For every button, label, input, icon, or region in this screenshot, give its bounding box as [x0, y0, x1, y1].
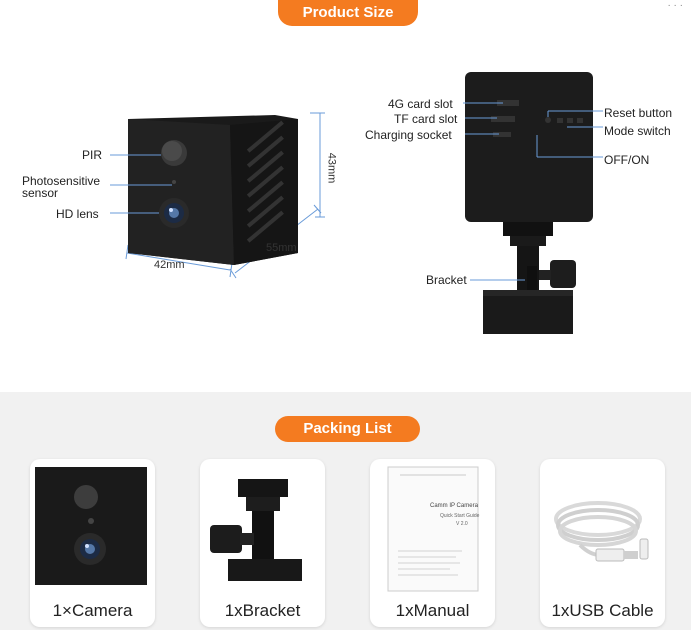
card-4g-label: 4G card slot — [388, 97, 453, 111]
pir-label: PIR — [82, 148, 103, 162]
camera-thumbnail — [35, 467, 147, 585]
packing-list-title: Packing List — [275, 416, 420, 442]
usb-cable-thumbnail — [554, 501, 649, 562]
photosensitive-label: Photosensitive — [22, 174, 101, 188]
manual-subheading: Quick Start Guide — [440, 513, 480, 519]
camera-back-illustration — [465, 72, 593, 334]
packing-item-manual: Camm IP Camera Quick Start Guide V 2.0 1… — [370, 459, 495, 627]
product-size-title: Product Size — [278, 0, 418, 26]
sensor-label: sensor — [22, 186, 59, 200]
dim-depth-label: 55mm — [266, 242, 297, 254]
reset-button-label: Reset button — [604, 106, 673, 120]
bracket-pointer — [470, 279, 525, 281]
packing-item-usb-cable: 1xUSB Cable — [540, 459, 665, 627]
packing-item-label: 1xBracket — [224, 601, 301, 620]
card-tf-label: TF card slot — [394, 112, 458, 126]
off-on-label: OFF/ON — [604, 153, 650, 167]
manual-version: V 2.0 — [456, 521, 468, 527]
bracket-label: Bracket — [426, 273, 467, 287]
manual-thumbnail — [387, 466, 479, 592]
camera-front-illustration — [110, 112, 325, 279]
bracket-thumbnail — [210, 479, 302, 581]
mode-switch-label: Mode switch — [604, 124, 671, 138]
packing-item-label: 1×Camera — [52, 601, 133, 620]
back-pointer-lines — [463, 102, 603, 158]
hd-lens-label: HD lens — [56, 207, 99, 221]
dim-width-label: 42mm — [154, 259, 185, 271]
manual-heading: Camm IP Camera — [430, 503, 478, 509]
corner-dots: · · · — [667, 0, 683, 11]
charging-socket-label: Charging socket — [365, 128, 452, 142]
dim-height-label: 43mm — [325, 152, 338, 184]
packing-item-bracket: 1xBracket — [200, 459, 325, 627]
packing-item-camera: 1×Camera — [30, 459, 155, 627]
packing-item-label: 1xManual — [395, 601, 470, 620]
packing-item-label: 1xUSB Cable — [551, 601, 654, 620]
